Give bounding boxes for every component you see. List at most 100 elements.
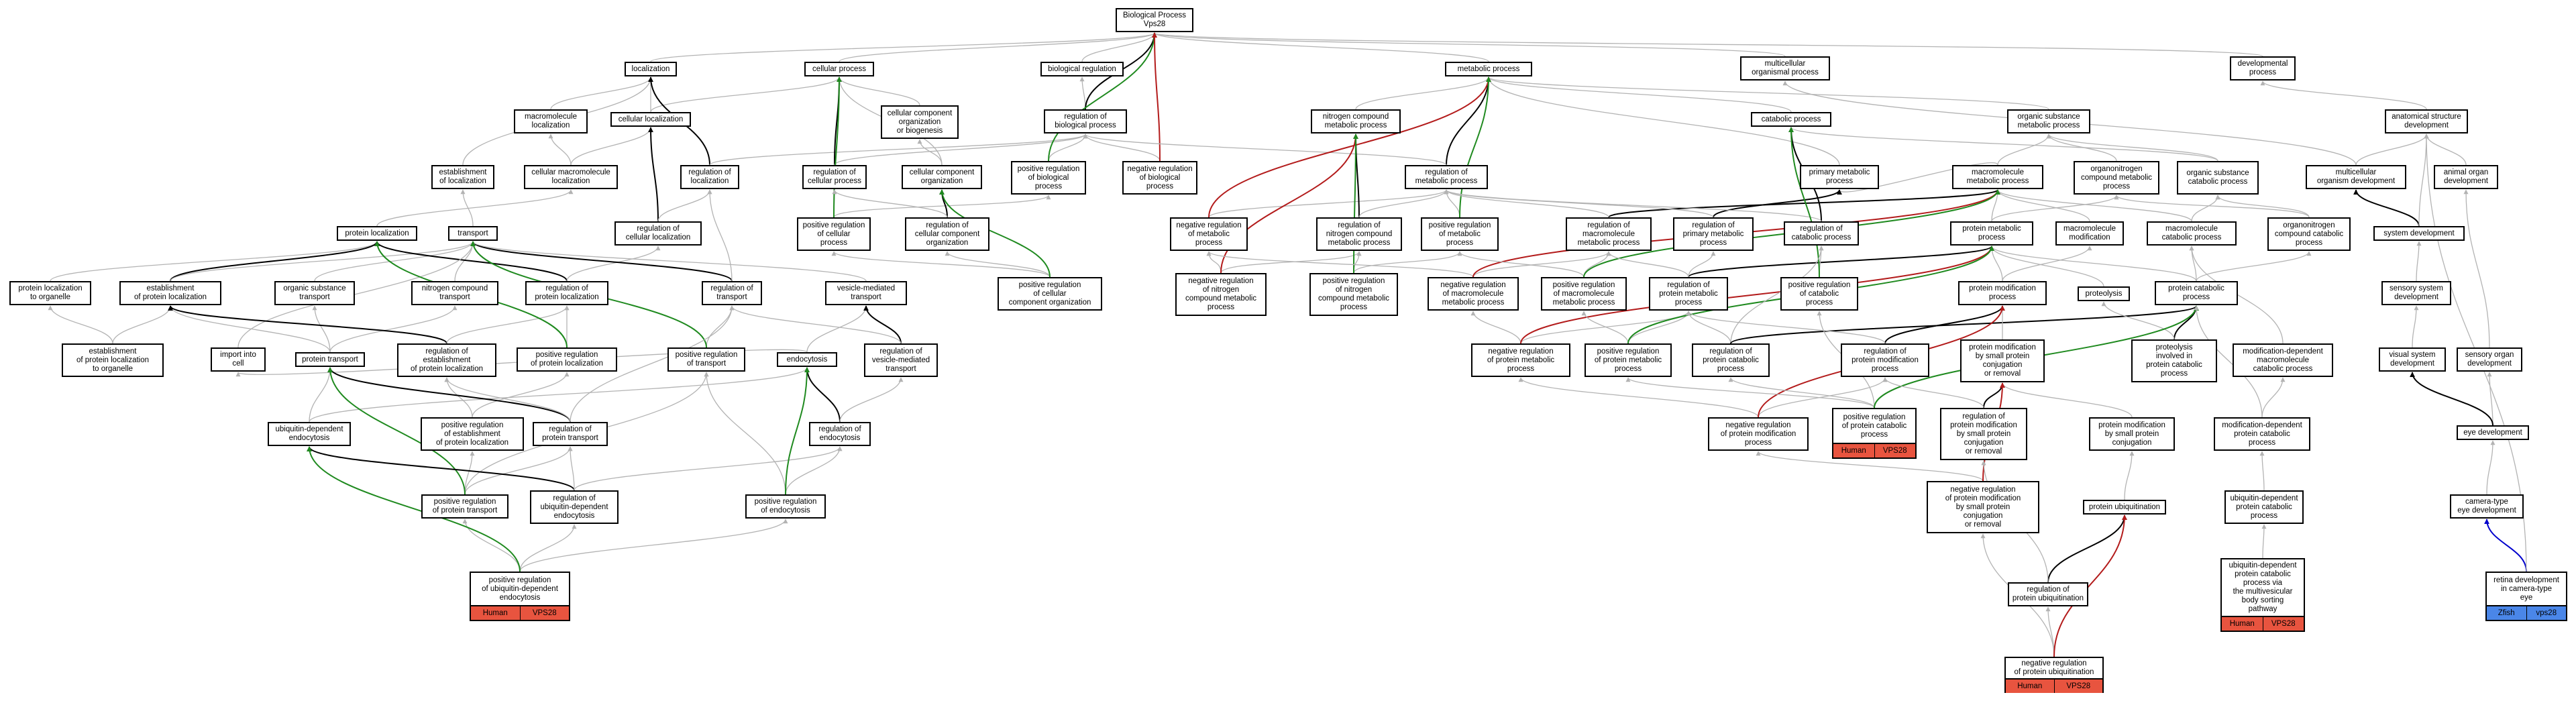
- go-term-pos-reg-endo[interactable]: positive regulation of endocytosis: [745, 494, 826, 519]
- go-term-ssd[interactable]: sensory system development: [2381, 281, 2451, 305]
- go-term-est-pl-org[interactable]: establishment of protein localization to…: [62, 343, 164, 377]
- go-term-reg-pm-spc[interactable]: regulation of protein modification by sm…: [1940, 408, 2027, 460]
- go-term-reg-mp[interactable]: regulation of metabolic process: [1405, 165, 1488, 189]
- go-term-ocmp[interactable]: organonitrogen compound metabolic proces…: [2074, 161, 2159, 195]
- go-term-prot-pcp[interactable]: proteolysis involved in protein cataboli…: [2131, 339, 2217, 382]
- go-term-mmmp[interactable]: macromolecule metabolic process: [1952, 165, 2043, 189]
- go-term-neg-reg-pu[interactable]: negative regulation of protein ubiquitin…: [2004, 657, 2104, 693]
- go-term-aod[interactable]: animal organ development: [2434, 165, 2498, 189]
- go-term-sod[interactable]: sensory organ development: [2457, 347, 2522, 372]
- go-term-neg-reg-protmp[interactable]: negative regulation of protein metabolic…: [1471, 343, 1570, 377]
- go-term-neg-reg-bp[interactable]: negative regulation of biological proces…: [1122, 161, 1197, 195]
- go-term-reg-bp[interactable]: regulation of biological process: [1044, 109, 1127, 133]
- go-term-pmp[interactable]: primary metabolic process: [1800, 165, 1879, 189]
- go-term-bp[interactable]: Biological Process Vps28: [1116, 8, 1193, 32]
- go-term-reg-protmp[interactable]: regulation of protein metabolic process: [1649, 277, 1728, 311]
- go-term-neg-reg-pm-spc[interactable]: negative regulation of protein modificat…: [1927, 481, 2039, 533]
- go-term-pos-reg-ncmp[interactable]: positive regulation of nitrogen compound…: [1309, 273, 1398, 316]
- go-term-reg-cp[interactable]: regulation of cellular process: [802, 165, 867, 189]
- go-term-nct[interactable]: nitrogen compound transport: [411, 281, 498, 305]
- go-term-mm-mod[interactable]: macromolecule modification: [2055, 221, 2124, 246]
- go-term-pos-reg-mmmp[interactable]: positive regulation of macromolecule met…: [1541, 277, 1627, 311]
- go-term-endo[interactable]: endocytosis: [777, 352, 837, 367]
- go-term-reg-pcp[interactable]: regulation of protein catabolic process: [1692, 343, 1770, 377]
- go-term-udpcp-mvb[interactable]: ubiquitin-dependent protein catabolic pr…: [2220, 558, 2305, 632]
- go-term-prot-ubiq[interactable]: protein ubiquitination: [2083, 500, 2166, 515]
- go-term-pos-reg-cp[interactable]: positive regulation of cellular process: [797, 217, 871, 251]
- go-term-pos-reg-ude[interactable]: positive regulation of ubiquitin-depende…: [470, 572, 570, 621]
- go-term-protmp[interactable]: protein metabolic process: [1950, 221, 2033, 246]
- go-term-reg-ncmp[interactable]: regulation of nitrogen compound metaboli…: [1316, 217, 1402, 251]
- go-term-pos-reg-cco[interactable]: positive regulation of cellular componen…: [998, 277, 1102, 311]
- go-term-neg-reg-pm[interactable]: negative regulation of protein modificat…: [1708, 417, 1809, 451]
- go-term-reg-trans[interactable]: regulation of transport: [702, 281, 762, 305]
- go-term-pos-reg-est-pl[interactable]: positive regulation of establishment of …: [421, 417, 524, 451]
- go-term-pos-reg-pcp[interactable]: positive regulation of protein catabolic…: [1832, 408, 1917, 459]
- go-term-mod[interactable]: multicellular organism development: [2306, 165, 2406, 189]
- go-term-pos-reg-mp[interactable]: positive regulation of metabolic process: [1421, 217, 1499, 251]
- go-term-reg-est-pl[interactable]: regulation of establishment of protein l…: [397, 343, 496, 377]
- go-term-proteolysis[interactable]: proteolysis: [2078, 286, 2130, 301]
- go-term-reg-pt[interactable]: regulation of protein transport: [533, 422, 608, 446]
- go-term-pl-org[interactable]: protein localization to organelle: [9, 281, 91, 305]
- go-term-loc[interactable]: localization: [625, 62, 677, 76]
- go-term-occp[interactable]: organonitrogen compound catabolic proces…: [2267, 217, 2351, 251]
- go-term-neg-reg-ncmp[interactable]: negative regulation of nitrogen compound…: [1175, 273, 1267, 316]
- go-term-reg-endo[interactable]: regulation of endocytosis: [809, 422, 871, 446]
- go-term-catab[interactable]: catabolic process: [1751, 112, 1831, 127]
- go-term-cmm-loc[interactable]: cellular macromolecule localization: [524, 165, 618, 189]
- go-term-ccob[interactable]: cellular component organization or bioge…: [881, 105, 959, 139]
- go-term-ncmp[interactable]: nitrogen compound metabolic process: [1311, 109, 1401, 133]
- go-term-reg-pu[interactable]: regulation of protein ubiquitination: [2008, 582, 2088, 606]
- go-term-reg-cell-loc[interactable]: regulation of cellular localization: [614, 221, 702, 246]
- go-term-neg-reg-mmmp[interactable]: negative regulation of macromolecule met…: [1428, 277, 1519, 311]
- go-term-cco[interactable]: cellular component organization: [902, 165, 982, 189]
- go-term-mp[interactable]: metabolic process: [1445, 62, 1532, 76]
- go-term-ude[interactable]: ubiquitin-dependent endocytosis: [268, 422, 351, 446]
- go-term-sysdev[interactable]: system development: [2373, 226, 2465, 241]
- go-term-prot-trans[interactable]: protein transport: [295, 352, 365, 367]
- go-term-est-loc[interactable]: establishment of localization: [431, 165, 494, 189]
- go-term-eyedev[interactable]: eye development: [2457, 425, 2529, 440]
- go-term-pm-spc[interactable]: protein modification by small protein co…: [1960, 339, 2045, 382]
- go-term-reg-prot-mod[interactable]: regulation of protein modification proce…: [1841, 343, 1929, 377]
- go-term-oscp[interactable]: organic substance catabolic process: [2177, 161, 2259, 195]
- go-term-pos-reg-bp[interactable]: positive regulation of biological proces…: [1011, 161, 1086, 195]
- go-term-reg-catab[interactable]: regulation of catabolic process: [1784, 221, 1859, 246]
- go-term-reg-mmmp[interactable]: regulation of macromolecule metabolic pr…: [1566, 217, 1652, 251]
- go-term-pos-reg-trans[interactable]: positive regulation of transport: [667, 347, 745, 372]
- go-term-ost[interactable]: organic substance transport: [274, 281, 355, 305]
- go-term-cp[interactable]: cellular process: [804, 62, 874, 76]
- go-term-reg-vmt[interactable]: regulation of vesicle-mediated transport: [864, 343, 938, 377]
- go-term-neg-reg-mp[interactable]: negative regulation of metabolic process: [1170, 217, 1248, 251]
- go-term-reg-ude[interactable]: regulation of ubiquitin-dependent endocy…: [530, 490, 619, 524]
- go-term-reg-pl[interactable]: regulation of protein localization: [525, 281, 608, 305]
- go-term-udpcp[interactable]: ubiquitin-dependent protein catabolic pr…: [2224, 490, 2304, 524]
- go-term-reg-cco[interactable]: regulation of cellular component organiz…: [905, 217, 989, 251]
- go-term-reg-pmp[interactable]: regulation of primary metabolic process: [1673, 217, 1754, 251]
- go-term-vmt[interactable]: vesicle-mediated transport: [825, 281, 907, 305]
- go-term-import[interactable]: import into cell: [211, 347, 266, 372]
- go-term-pm-sp[interactable]: protein modification by small protein co…: [2089, 417, 2175, 451]
- go-term-mdpcp[interactable]: modification-dependent protein catabolic…: [2214, 417, 2310, 451]
- go-term-vsd[interactable]: visual system development: [2379, 347, 2446, 372]
- go-term-cted[interactable]: camera-type eye development: [2450, 494, 2524, 519]
- go-term-reg-loc[interactable]: regulation of localization: [680, 165, 739, 189]
- go-term-pcp[interactable]: protein catabolic process: [2155, 281, 2238, 305]
- go-term-est-pl[interactable]: establishment of protein localization: [119, 281, 221, 305]
- go-term-mdmcp[interactable]: modification-dependent macromolecule cat…: [2233, 343, 2333, 377]
- go-term-osmp[interactable]: organic substance metabolic process: [2007, 109, 2090, 133]
- go-term-pos-reg-catab[interactable]: positive regulation of catabolic process: [1780, 277, 1858, 311]
- go-term-devp[interactable]: developmental process: [2230, 56, 2296, 80]
- go-term-transport[interactable]: transport: [448, 226, 498, 241]
- go-term-mm-catab[interactable]: macromolecule catabolic process: [2147, 221, 2237, 246]
- go-term-pos-reg-pl[interactable]: positive regulation of protein localizat…: [517, 347, 617, 372]
- go-term-prot-loc[interactable]: protein localization: [337, 226, 417, 241]
- go-term-prot-mod[interactable]: protein modification process: [1958, 281, 2047, 305]
- go-term-cell-loc[interactable]: cellular localization: [610, 112, 691, 127]
- go-term-pos-reg-pt[interactable]: positive regulation of protein transport: [421, 494, 508, 519]
- go-term-mm-loc[interactable]: macromolecule localization: [514, 109, 588, 133]
- go-term-biol-reg[interactable]: biological regulation: [1040, 62, 1124, 76]
- go-term-multi[interactable]: multicellular organismal process: [1740, 56, 1830, 80]
